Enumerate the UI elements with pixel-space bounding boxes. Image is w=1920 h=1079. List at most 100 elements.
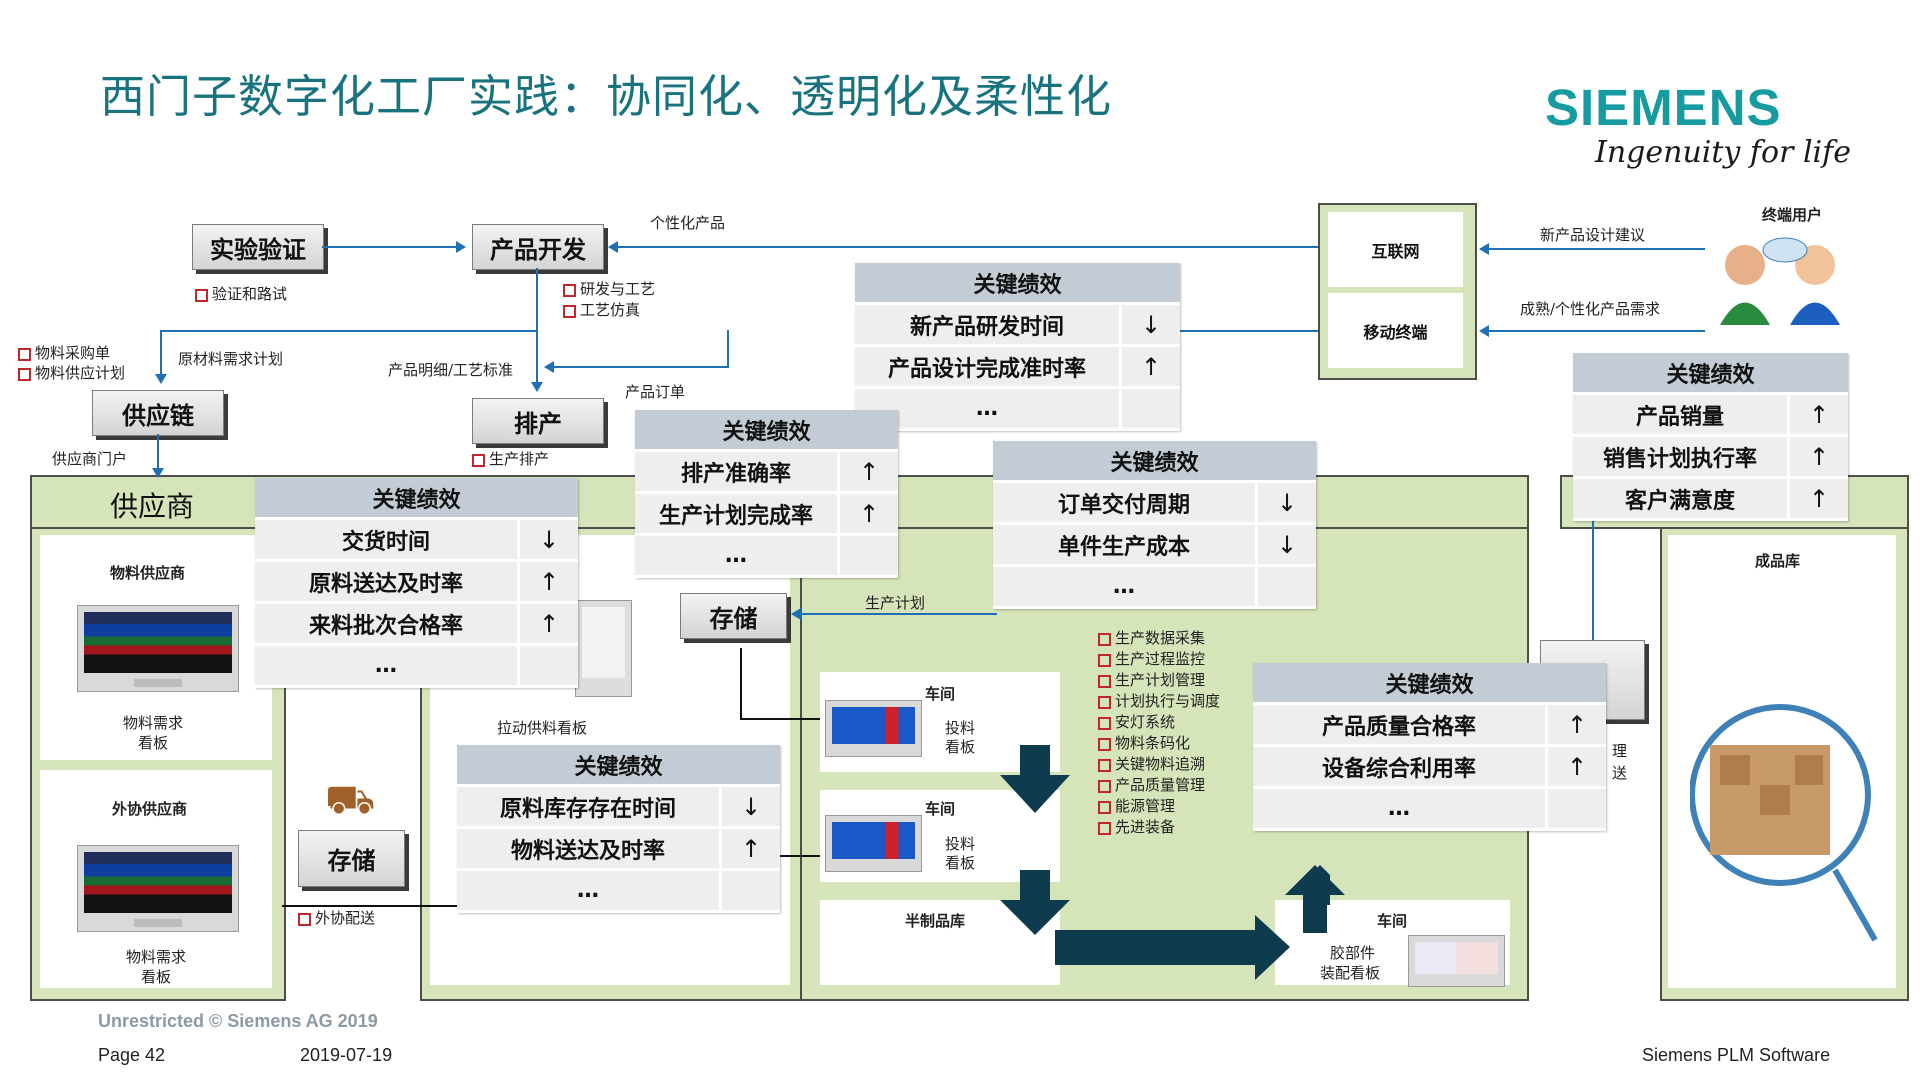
feed-monitor-1	[825, 700, 922, 757]
flow-left-branch	[160, 330, 536, 332]
feed-monitor-2	[825, 815, 922, 872]
footer-classification: Unrestricted © Siemens AG 2019	[98, 1011, 378, 1031]
kpi-row: 产品质量合格率↑	[1253, 705, 1606, 747]
footer-company: Siemens PLM Software	[1642, 1045, 1831, 1065]
mes-feature: 能源管理	[1098, 795, 1220, 816]
flow-storage-to-workshop-h	[740, 718, 820, 720]
storage-center-node[interactable]: 存储	[680, 593, 787, 639]
kpi-row: 订单交付周期↓	[993, 483, 1316, 525]
mature-demand-label: 成熟/个性化产品需求	[1520, 300, 1661, 318]
kpi-row: 物料送达及时率↑	[457, 829, 780, 871]
lab-test-node[interactable]: 实验验证	[192, 224, 324, 270]
footer-page: Page 42	[98, 1045, 166, 1065]
kpi-row: 单件生产成本↓	[993, 525, 1316, 567]
mes-feature: 安灯系统	[1098, 711, 1220, 732]
flow-product-detail-h	[544, 361, 727, 373]
kpi-row: 原料库存存在时间↓	[457, 787, 780, 829]
kpi-table-schedule: 关键绩效 排产准确率↑ 生产计划完成率↑ …	[635, 410, 898, 578]
kpi-header: 关键绩效	[855, 263, 1180, 305]
down-arrow-1	[1000, 745, 1070, 813]
end-user-icon	[1720, 237, 1840, 325]
kpi-row: 新产品研发时间↓	[855, 305, 1180, 347]
material-supply-plan-label: 物料供应计划	[18, 362, 125, 383]
raw-material-plan-label: 原材料需求计划	[178, 350, 284, 368]
flow-dev-down	[536, 268, 538, 386]
kpi-row: 设备综合利用率↑	[1253, 747, 1606, 789]
flow-product-detail-v	[727, 330, 729, 368]
product-dev-node[interactable]: 产品开发	[472, 224, 604, 270]
kpi-header: 关键绩效	[1253, 663, 1606, 705]
product-order-label: 产品订单	[625, 383, 686, 401]
outsource-demand-monitor	[77, 845, 239, 932]
rd-process-label: 研发与工艺	[563, 278, 655, 299]
flow-storage-to-workshop	[740, 648, 742, 720]
kpi-row: …	[855, 389, 1180, 431]
mes-feature: 生产过程监控	[1098, 648, 1220, 669]
mes-feature: 关键物料追溯	[1098, 753, 1220, 774]
right-arrow	[1055, 915, 1290, 980]
flow-warehouse-to-workshop2	[780, 855, 820, 857]
material-supplier-label: 物料供应商	[110, 564, 186, 582]
footer-date: 2019-07-19	[300, 1045, 393, 1065]
feed-board-2b: 看板	[945, 854, 976, 872]
flow-supply-to-supplier	[152, 434, 164, 478]
mobile-node: 移动终端	[1328, 293, 1463, 368]
kpi-row: 销售计划执行率↑	[1573, 437, 1848, 479]
kpi-table-quality: 关键绩效 产品质量合格率↑ 设备综合利用率↑ …	[1253, 663, 1606, 831]
kpi-row: …	[635, 536, 898, 578]
mgmt-partial-b: 送	[1612, 764, 1628, 782]
kpi-row: 产品设计完成准时率↑	[855, 347, 1180, 389]
scheduling-node[interactable]: 排产	[472, 398, 604, 444]
feed-board-1b: 看板	[945, 738, 976, 756]
flow-lab-to-dev	[322, 241, 466, 253]
warehouse-monitor	[575, 600, 632, 697]
supply-chain-node[interactable]: 供应链	[92, 390, 224, 436]
siemens-logo: SIEMENS	[1545, 79, 1782, 136]
workshop3-up-arrow	[1285, 865, 1345, 933]
kpi-row: …	[993, 567, 1316, 609]
material-demand-board-2a: 物料需求	[126, 948, 187, 966]
kpi-table-supply: 关键绩效 交货时间↓ 原料送达及时率↑ 来料批次合格率↑ …	[255, 478, 578, 688]
kpi-row: …	[255, 646, 578, 688]
kpi-row: 生产计划完成率↑	[635, 494, 898, 536]
storage-left-node[interactable]: 存储	[298, 830, 405, 887]
personalized-product-label: 个性化产品	[650, 214, 726, 232]
supplier-band-label: 供应商	[110, 490, 195, 523]
material-demand-board-1a: 物料需求	[123, 714, 184, 732]
material-demand-board-2b: 看板	[141, 968, 172, 986]
product-detail-label: 产品明细/工艺标准	[388, 361, 514, 379]
kpi-table-warehouse: 关键绩效 原料库存存在时间↓ 物料送达及时率↑ …	[457, 745, 780, 913]
production-schedule-label: 生产排产	[472, 448, 549, 469]
mgmt-partial-a: 理	[1612, 742, 1628, 760]
assembly-board-a: 胶部件	[1330, 944, 1376, 962]
internet-node: 互联网	[1328, 212, 1463, 287]
kpi-header: 关键绩效	[255, 478, 578, 520]
mes-feature: 生产数据采集	[1098, 627, 1220, 648]
down-arrow-2	[1000, 870, 1070, 935]
verify-label: 验证和路试	[195, 283, 287, 304]
kpi-row: 原料送达及时率↑	[255, 562, 578, 604]
tagline: Ingenuity for life	[1595, 135, 1851, 170]
flow-internet-to-dev	[608, 241, 1318, 253]
mes-feature-list: 生产数据采集 生产过程监控 生产计划管理 计划执行与调度 安灯系统 物料条码化 …	[1098, 627, 1220, 837]
kpi-table-order: 关键绩效 订单交付周期↓ 单件生产成本↓ …	[993, 441, 1316, 609]
new-product-suggestion-label: 新产品设计建议	[1540, 226, 1646, 244]
assembly-monitor	[1408, 935, 1505, 987]
end-user-label: 终端用户	[1762, 206, 1823, 224]
kpi-table-sales: 关键绩效 产品销量↑ 销售计划执行率↑ 客户满意度↑	[1573, 353, 1848, 521]
page-title: 西门子数字化工厂实践：协同化、透明化及柔性化	[100, 70, 1113, 123]
outsourced-supplier-label: 外协供应商	[112, 800, 188, 818]
kpi-row: 交货时间↓	[255, 520, 578, 562]
flow-to-scheduling	[531, 330, 543, 392]
flow-plan-to-storage	[791, 608, 997, 620]
supplier-portal-label: 供应商门户	[52, 450, 128, 468]
kpi-row: …	[457, 871, 780, 913]
forklift-icon: ⛟	[325, 777, 376, 823]
mes-feature: 先进装备	[1098, 816, 1220, 837]
flow-sales-down	[1592, 520, 1594, 640]
warehouse-magnifier-icon	[1690, 704, 1878, 942]
pull-supply-board: 拉动供料看板	[497, 719, 588, 737]
kpi-header: 关键绩效	[993, 441, 1316, 483]
feed-board-2a: 投料	[945, 835, 976, 853]
outsource-delivery-label: 外协配送	[298, 907, 375, 928]
